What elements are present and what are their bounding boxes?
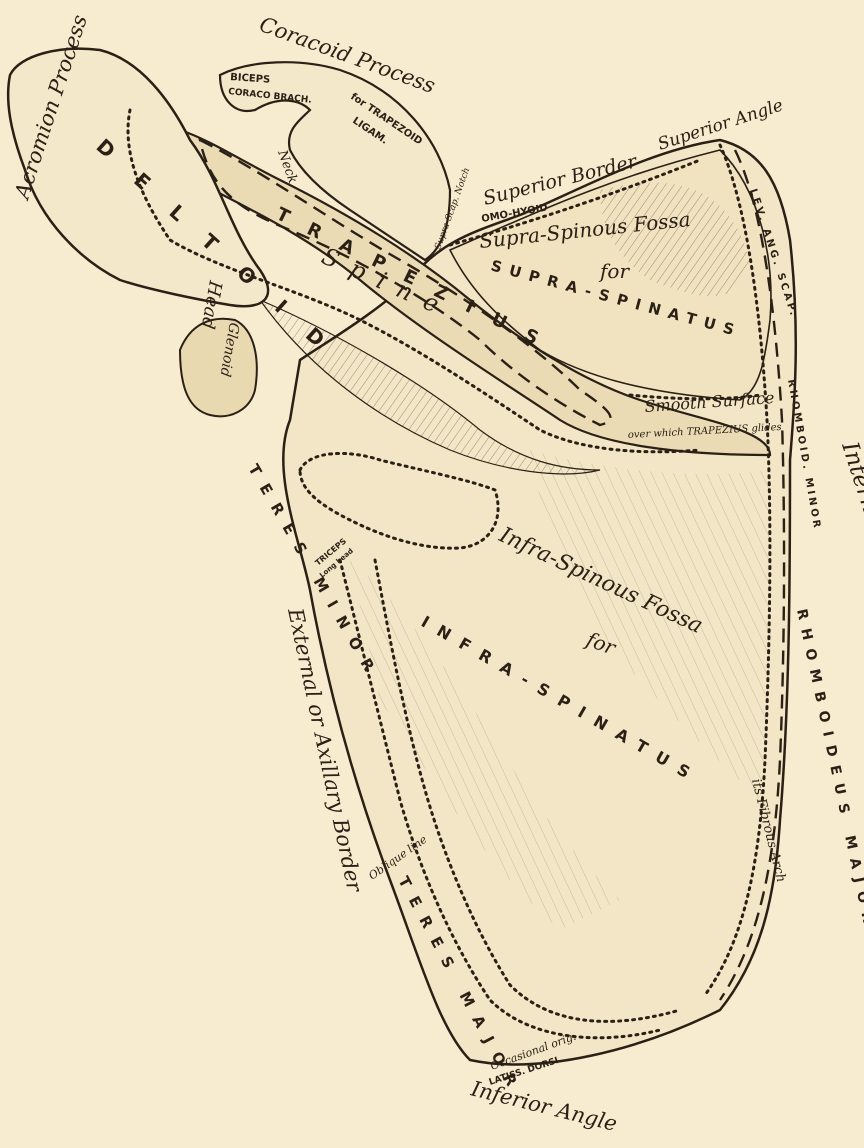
label-supraspinatus-for: for xyxy=(598,259,630,283)
label-internal-border: Internal or Vertebral Border xyxy=(836,438,864,763)
label-rhomboideus-major: RHOMBOIDEUS MAJOR xyxy=(793,608,864,933)
